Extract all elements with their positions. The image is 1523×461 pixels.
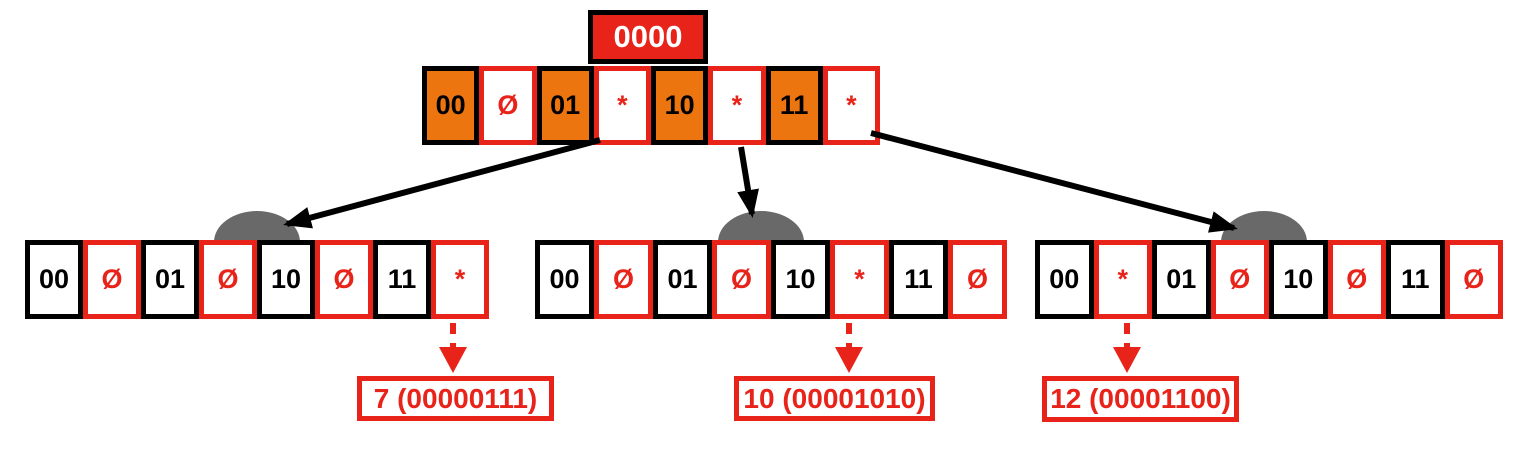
- key-cell-label: 10: [785, 264, 816, 294]
- null-slot-cell: Ø: [948, 240, 1007, 319]
- null-slot-cell: Ø: [315, 240, 373, 319]
- key-cell: 01: [1152, 240, 1211, 319]
- root-node: 0000: [588, 10, 708, 64]
- key-cell-label: 00: [435, 90, 466, 120]
- key-cell-label: 11: [904, 264, 933, 294]
- pointer-slot-cell: *: [708, 66, 766, 145]
- key-cell-label: 01: [667, 264, 698, 294]
- edge-root-to-child-2: [737, 146, 759, 218]
- node-anchor-bump: [718, 211, 804, 242]
- edge-root-to-child-1: [283, 137, 601, 229]
- null-slot-cell: Ø: [83, 240, 141, 319]
- null-slot-label: Ø: [497, 90, 519, 120]
- null-slot-cell: Ø: [479, 66, 537, 145]
- key-cell: 10: [651, 66, 709, 145]
- pointer-slot-label: *: [1117, 264, 1128, 294]
- pointer-slot-cell: *: [830, 240, 889, 319]
- key-cell-label: 00: [549, 264, 580, 294]
- pointer-slot-cell: *: [822, 66, 880, 145]
- null-slot-label: Ø: [1346, 264, 1368, 294]
- child-node-2: 00 Ø 01 Ø 10 * 11 Ø: [535, 240, 1007, 319]
- null-slot-cell: Ø: [594, 240, 653, 319]
- null-slot-label: Ø: [333, 264, 355, 294]
- key-cell: 10: [1269, 240, 1328, 319]
- pointer-slot-label: *: [846, 90, 857, 120]
- key-cell: 00: [535, 240, 594, 319]
- leaf-value-label: 12 (00001100): [1050, 383, 1231, 414]
- key-cell-label: 11: [387, 264, 417, 294]
- key-cell-label: 00: [38, 264, 70, 294]
- null-slot-cell: Ø: [712, 240, 771, 319]
- pointer-slot-cell: *: [1093, 240, 1152, 319]
- key-cell-label: 11: [1400, 264, 1430, 294]
- key-cell-label: 01: [550, 90, 581, 120]
- key-cell: 10: [771, 240, 830, 319]
- child-node-1: 00 Ø 01 Ø 10 Ø 11 *: [25, 240, 489, 319]
- edge-root-to-child-3: [870, 130, 1238, 233]
- key-cell: 01: [141, 240, 199, 319]
- key-cell: 11: [373, 240, 431, 319]
- leaf-value-1: 7 (00000111): [357, 376, 554, 421]
- leaf-value-label: 7 (00000111): [373, 382, 538, 414]
- null-slot-cell: Ø: [1210, 240, 1269, 319]
- node-anchor-bump: [214, 211, 300, 242]
- pointer-slot-label: *: [454, 264, 466, 294]
- null-slot-label: Ø: [101, 264, 123, 294]
- key-cell: 00: [25, 240, 83, 319]
- key-cell: 11: [1386, 240, 1445, 319]
- key-cell-label: 10: [1283, 264, 1314, 294]
- key-cell: 00: [1035, 240, 1094, 319]
- key-cell: 01: [536, 66, 594, 145]
- null-slot-cell: Ø: [1327, 240, 1386, 319]
- pointer-slot-label: *: [731, 90, 743, 120]
- null-slot-cell: Ø: [199, 240, 257, 319]
- null-slot-label: Ø: [730, 264, 752, 294]
- null-slot-label: Ø: [217, 264, 239, 294]
- root-node-label: 0000: [613, 19, 683, 54]
- key-cell-label: 01: [154, 264, 186, 294]
- null-slot-label: Ø: [966, 264, 988, 294]
- leaf-value-3: 12 (00001100): [1042, 376, 1239, 422]
- root-children-array: 00 Ø 01 * 10 * 11 *: [422, 66, 880, 145]
- key-cell: 10: [257, 240, 315, 319]
- leaf-value-2: 10 (00001010): [734, 376, 935, 421]
- key-cell-label: 10: [270, 264, 302, 294]
- pointer-slot-label: *: [854, 264, 865, 294]
- key-cell-label: 10: [664, 90, 695, 120]
- key-cell: 11: [765, 66, 823, 145]
- node-anchor-bump: [1221, 211, 1307, 242]
- null-slot-label: Ø: [1463, 264, 1485, 294]
- pointer-slot-cell: *: [593, 66, 651, 145]
- key-cell: 11: [889, 240, 948, 319]
- leaf-value-label: 10 (00001010): [743, 382, 926, 414]
- key-cell-label: 11: [779, 90, 809, 120]
- key-cell: 01: [653, 240, 712, 319]
- pointer-slot-cell: *: [431, 240, 489, 319]
- null-slot-label: Ø: [1229, 264, 1251, 294]
- key-cell-label: 01: [1166, 264, 1197, 294]
- null-slot-label: Ø: [612, 264, 634, 294]
- child-node-3: 00 * 01 Ø 10 Ø 11 Ø: [1035, 240, 1503, 319]
- pointer-slot-label: *: [617, 90, 628, 120]
- key-cell-label: 00: [1049, 264, 1080, 294]
- key-cell: 00: [422, 66, 480, 145]
- null-slot-cell: Ø: [1444, 240, 1503, 319]
